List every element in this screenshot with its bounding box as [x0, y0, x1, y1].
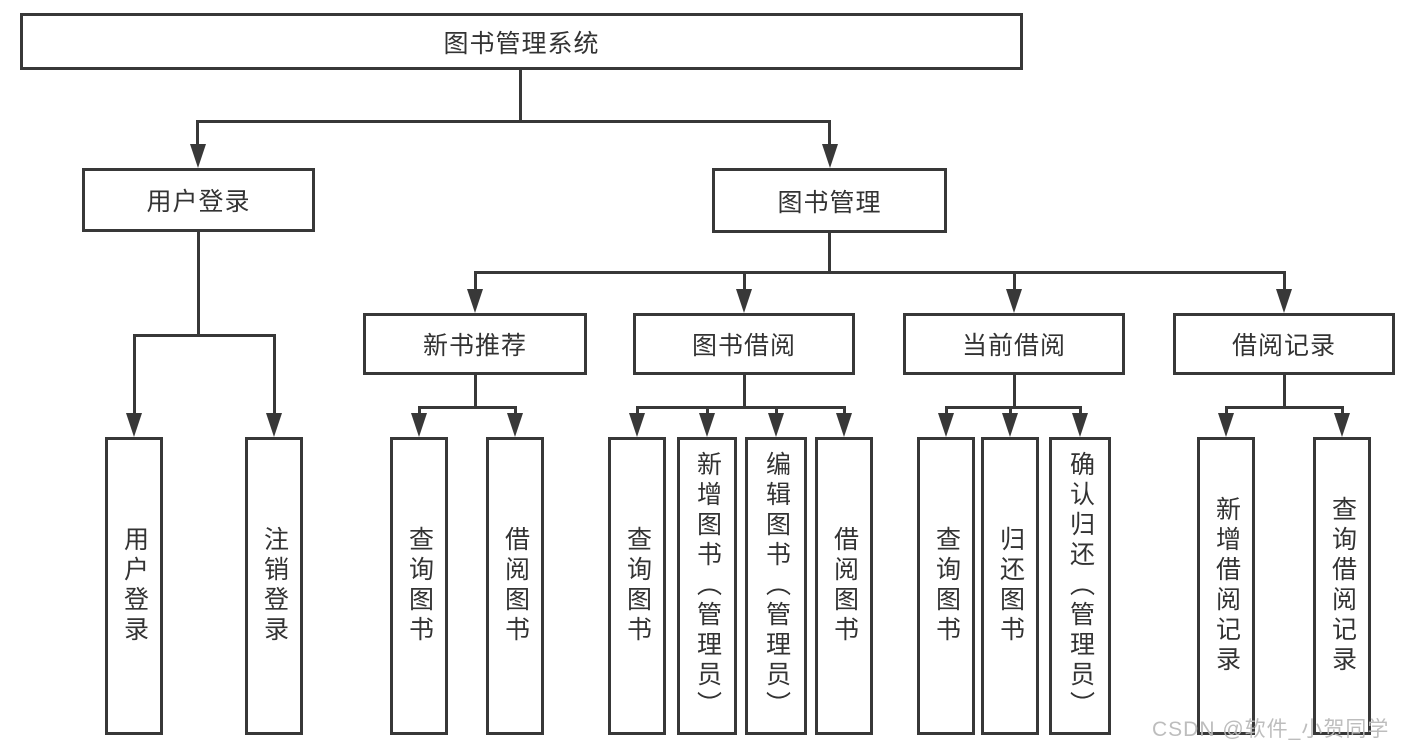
connector-line [1283, 375, 1286, 408]
connector-line [197, 120, 830, 123]
arrowhead-icon [507, 413, 523, 437]
connector-line [1225, 406, 1343, 409]
connector-line [474, 375, 477, 408]
arrowhead-icon [736, 289, 752, 313]
arrowhead-icon [699, 413, 715, 437]
arrowhead-icon [1218, 413, 1234, 437]
connector-line [514, 406, 517, 416]
connector-line [197, 232, 200, 337]
connector-line [636, 406, 639, 416]
node-box-leaf-add-books-admin: 新增图书（管理员） [677, 437, 737, 735]
connector-line [273, 334, 276, 416]
connector-line [945, 406, 948, 416]
connector-line [474, 271, 477, 293]
connector-line [1009, 406, 1012, 416]
node-box-new-book-recommend: 新书推荐 [363, 313, 587, 375]
connector-line [828, 120, 831, 146]
connector-line [1013, 271, 1016, 293]
arrowhead-icon [1072, 413, 1088, 437]
node-box-borrow-records: 借阅记录 [1173, 313, 1395, 375]
arrowhead-icon [836, 413, 852, 437]
arrowhead-icon [411, 413, 427, 437]
connector-line [133, 334, 275, 337]
arrowhead-icon [1002, 413, 1018, 437]
node-box-current-borrow: 当前借阅 [903, 313, 1125, 375]
node-box-leaf-edit-books-admin: 编辑图书（管理员） [745, 437, 807, 735]
connector-line [1341, 406, 1344, 416]
node-box-book-management: 图书管理 [712, 168, 947, 233]
node-label-book-management: 图书管理 [777, 188, 882, 217]
connector-line [133, 334, 136, 416]
connector-line [743, 375, 746, 408]
connector-line [196, 120, 199, 146]
arrowhead-icon [126, 413, 142, 437]
connector-line [519, 70, 522, 122]
node-box-leaf-add-borrow-record: 新增借阅记录 [1197, 437, 1255, 735]
connector-line [1283, 271, 1286, 293]
arrowhead-icon [768, 413, 784, 437]
node-box-leaf-confirm-return-admin: 确认归还（管理员） [1049, 437, 1111, 735]
connector-line [1013, 375, 1016, 408]
arrowhead-icon [822, 144, 838, 168]
arrowhead-icon [1006, 289, 1022, 313]
connector-line [636, 406, 845, 409]
node-box-leaf-query-books-2: 查询图书 [608, 437, 666, 735]
arrowhead-icon [190, 144, 206, 168]
node-label-borrow-records: 借阅记录 [1231, 332, 1336, 360]
connector-line [418, 406, 517, 409]
arrowhead-icon [629, 413, 645, 437]
connector-line [743, 271, 746, 293]
node-box-leaf-borrow-books-2: 借阅图书 [815, 437, 873, 735]
node-label-book-borrow: 图书借阅 [691, 332, 796, 360]
node-box-leaf-return-books: 归还图书 [981, 437, 1039, 735]
node-label-root: 图书管理系统 [443, 29, 600, 58]
connector-line [418, 406, 421, 416]
node-label-current-borrow: 当前借阅 [961, 332, 1066, 360]
node-box-leaf-query-books-3: 查询图书 [917, 437, 975, 735]
connector-line [1225, 406, 1228, 416]
node-box-user-login: 用户登录 [82, 168, 315, 232]
node-box-leaf-user-login: 用户登录 [105, 437, 163, 735]
connector-line [775, 406, 778, 416]
connector-line [1079, 406, 1082, 416]
arrowhead-icon [938, 413, 954, 437]
connector-line [945, 406, 1081, 409]
arrowhead-icon [266, 413, 282, 437]
connector-line [828, 233, 831, 273]
arrowhead-icon [1334, 413, 1350, 437]
node-box-leaf-query-books-1: 查询图书 [390, 437, 448, 735]
arrowhead-icon [467, 289, 483, 313]
node-box-leaf-borrow-books-1: 借阅图书 [486, 437, 544, 735]
connector-line [843, 406, 846, 416]
connector-line [706, 406, 709, 416]
arrowhead-icon [1276, 289, 1292, 313]
node-label-new-book-recommend: 新书推荐 [422, 332, 527, 360]
watermark-text: CSDN @软件_小贺同学 [1152, 718, 1390, 741]
connector-line [474, 271, 1285, 274]
node-box-book-borrow: 图书借阅 [633, 313, 855, 375]
node-box-leaf-logout: 注销登录 [245, 437, 303, 735]
node-box-leaf-query-borrow-record: 查询借阅记录 [1313, 437, 1371, 735]
node-label-user-login: 用户登录 [146, 188, 251, 216]
node-box-root: 图书管理系统 [20, 13, 1023, 70]
